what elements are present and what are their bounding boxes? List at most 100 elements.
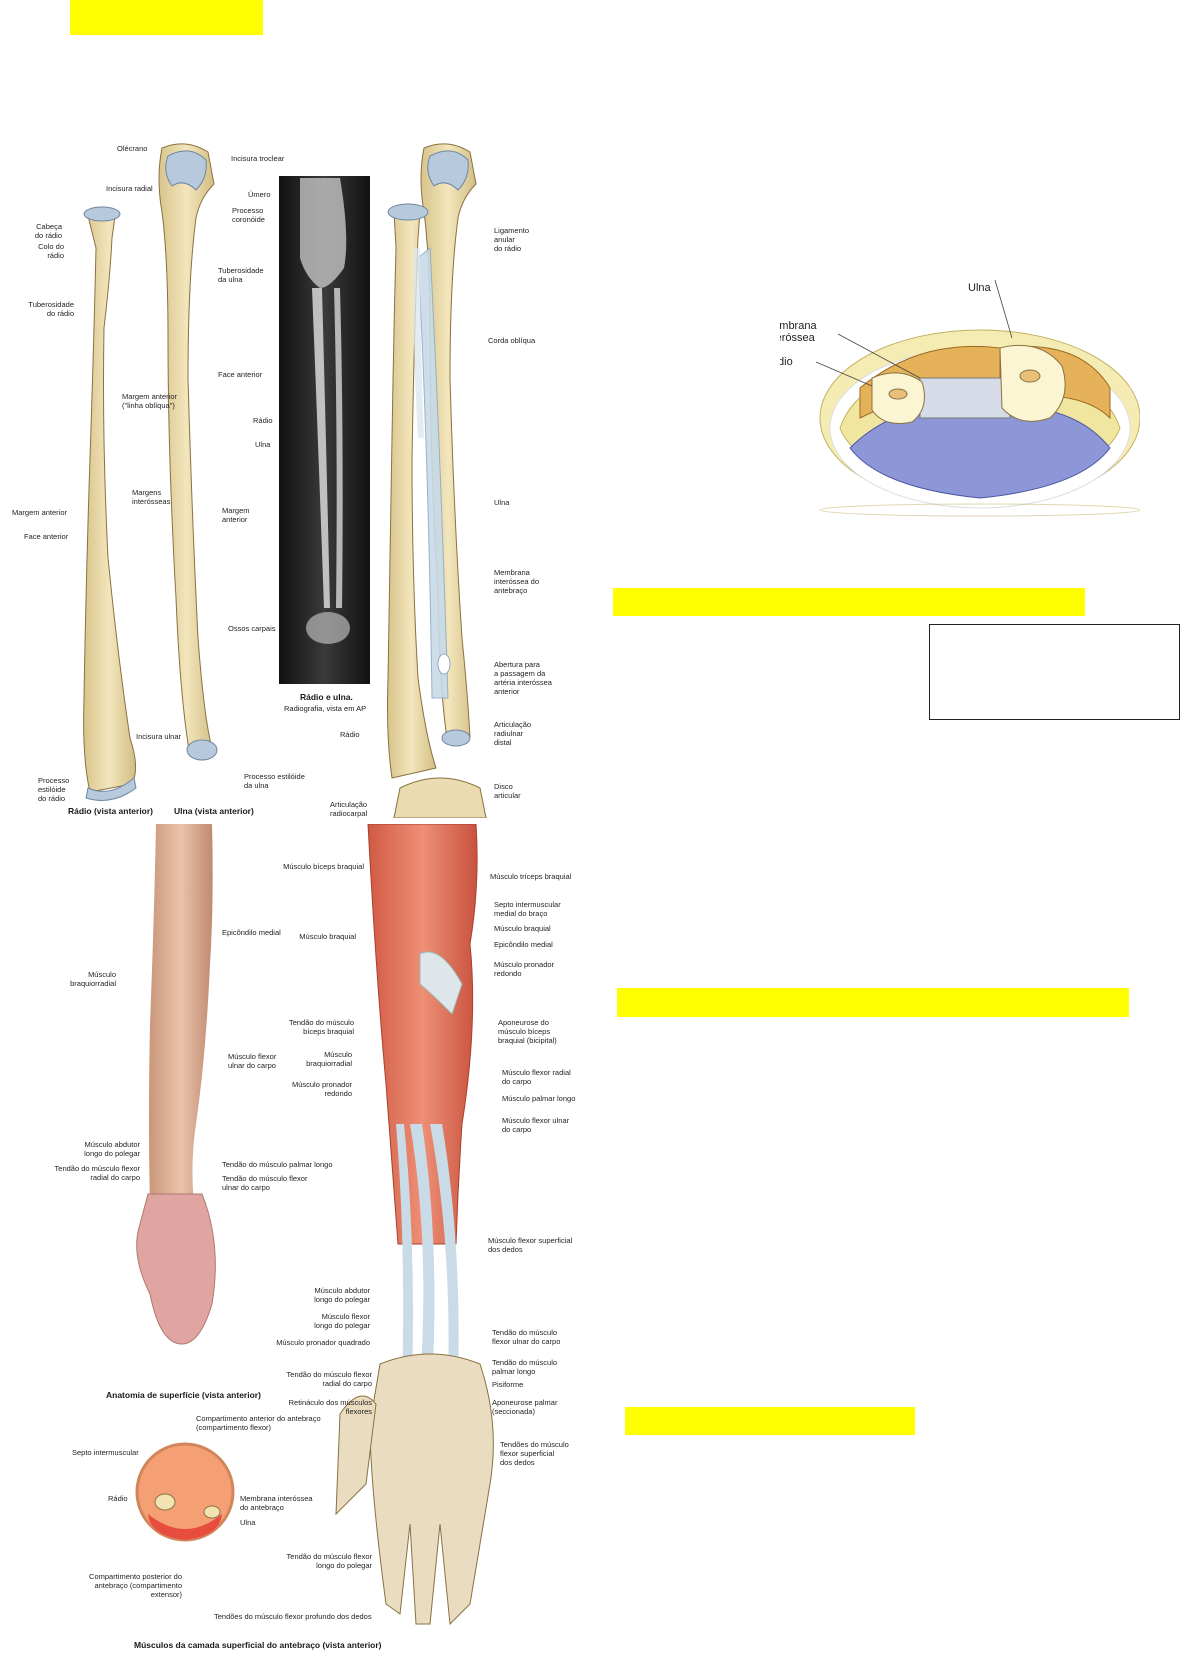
label-abertura: Abertura para a passagem da artéria inte… xyxy=(494,660,552,696)
section-label-radio: Rádio xyxy=(780,356,793,368)
cross-section-circle xyxy=(135,1442,235,1542)
surface-label-epicondilo: Epicôndilo medial xyxy=(222,928,281,937)
label-ulna-xray: Ulna xyxy=(255,440,271,449)
label-incisura-radial: Incisura radial xyxy=(106,184,153,193)
deep-label-pronador-redondo-l: Músculo pronador redondo xyxy=(291,1080,352,1098)
label-ulna-right: Ulna xyxy=(494,498,510,507)
surface-label-tendao-flexor-radial: Tendão do músculo flexor radial do carpo xyxy=(54,1164,140,1182)
deep-label-tendao-flexor-ulnar: Tendão do músculo flexor ulnar do carpo xyxy=(492,1328,561,1346)
deep-label-pronador-redondo-r: Músculo pronador redondo xyxy=(494,960,555,978)
ulna-head-middle xyxy=(186,739,218,761)
deep-label-retinaculo: Retináculo dos músculos flexores xyxy=(288,1398,372,1416)
cross-label-septo: Septo intermuscular xyxy=(72,1448,139,1457)
section-label-ulna: Ulna xyxy=(968,282,991,294)
cross-section-illustration xyxy=(815,279,1140,517)
deep-label-aponeurose-palmar: Aponeurose palmar (seccionada) xyxy=(492,1398,558,1416)
label-disco-articular: Disco articular xyxy=(494,782,521,800)
empty-text-box xyxy=(929,624,1180,720)
bones-figure: Olécrano Incisura troclear Incisura radi… xyxy=(0,138,560,818)
ulna-bone-middle xyxy=(158,143,215,757)
deep-caption: Músculos da camada superficial do antebr… xyxy=(134,1640,382,1650)
bones-illustration xyxy=(83,143,487,818)
deep-label-flexor-superficial: Músculo flexor superficial dos dedos xyxy=(488,1236,573,1254)
deep-label-braquial-right: Músculo braquial xyxy=(494,924,551,933)
carpal-bones xyxy=(393,777,487,818)
deep-label-biceps: Músculo bíceps braquial xyxy=(283,862,364,871)
label-articulacao-radiulnar: Articulação radiulnar distal xyxy=(494,720,532,747)
label-corda-obliqua: Corda oblíqua xyxy=(488,336,536,345)
muscles-hand xyxy=(369,1353,494,1626)
deep-label-braquiorradial: Músculo braquiorradial xyxy=(306,1050,352,1068)
muscles-figure: Epicôndilo medial Músculo braquiorradial… xyxy=(0,824,590,1656)
caption-radio: Rádio (vista anterior) xyxy=(68,806,154,816)
radius-head xyxy=(83,206,121,222)
deep-label-pisiforme: Pisiforme xyxy=(492,1380,524,1389)
label-margem-anterior-obliqua: Margem anterior ("linha oblíqua") xyxy=(122,392,178,410)
label-margens-interosseas: Margens interósseas xyxy=(132,488,171,506)
label-processo-estiloide-ulna: Processo estilóide da ulna xyxy=(244,772,305,790)
label-margem-anterior-ulna: Margem anterior xyxy=(222,506,250,524)
surface-label-abdutor: Músculo abdutor longo do polegar xyxy=(84,1140,140,1158)
label-ligamento-anular: Ligamento anular do rádio xyxy=(494,226,530,253)
cross-section-figure: Ulna Membrana interóssea Rádio xyxy=(780,278,1140,548)
label-olecrano: Olécrano xyxy=(117,144,148,153)
deep-label-pronador-quadrado: Músculo pronador quadrado xyxy=(276,1338,370,1347)
surface-hand xyxy=(136,1193,216,1345)
interosseous-membrane xyxy=(417,246,449,699)
label-membrana-interossea: Membrana interóssea do antebraço xyxy=(494,568,540,595)
deep-label-abdutor: Músculo abdutor longo do polegar xyxy=(314,1286,370,1304)
cross-label-compartimento-anterior: Compartimento anterior do antebraço (com… xyxy=(196,1414,321,1432)
label-cabeca-radio: Cabeça do rádio xyxy=(34,222,62,240)
deep-label-braquial-left: Músculo braquial xyxy=(299,932,356,941)
muscles-illustration xyxy=(135,824,494,1626)
label-face-anterior-left: Face anterior xyxy=(24,532,69,541)
deep-label-flexor-ulnar: Músculo flexor ulnar do carpo xyxy=(502,1116,570,1134)
deep-label-tendao-palmar: Tendão do músculo palmar longo xyxy=(492,1358,558,1376)
cross-label-ulna: Ulna xyxy=(240,1518,256,1527)
label-radio-right: Rádio xyxy=(340,730,360,739)
deep-label-tendoes-profundo: Tendões do músculo flexor profundo dos d… xyxy=(214,1612,372,1621)
label-ossos-carpais: Ossos carpais xyxy=(228,624,276,633)
deep-label-triceps: Músculo tríceps braquial xyxy=(490,872,572,881)
label-articulacao-radiocarpal: Articulação radiocarpal xyxy=(330,800,368,818)
label-incisura-ulnar: Incisura ulnar xyxy=(136,732,182,741)
highlight-bar-2 xyxy=(617,988,1129,1017)
deep-label-aponeurose: Aponeurose do músculo bíceps braquial (b… xyxy=(498,1018,557,1045)
section-label-membrana: Membrana interóssea xyxy=(780,320,817,344)
radius-distal-cartilage xyxy=(85,777,137,801)
caption-ulna: Ulna (vista anterior) xyxy=(174,806,254,816)
trochlear-notch xyxy=(165,150,207,191)
caption-xray-sub: Radiografia, vista em AP xyxy=(284,704,367,713)
cross-label-compartimento-posterior: Compartimento posterior do antebraço (co… xyxy=(89,1572,182,1599)
label-incisura-troclear: Incisura troclear xyxy=(231,154,285,163)
muscles-forearm xyxy=(367,824,478,1245)
surface-label-braquiorradial: Músculo braquiorradial xyxy=(70,970,116,988)
surface-label-tendao-flexor-ulnar: Tendão do músculo flexor ulnar do carpo xyxy=(222,1174,308,1192)
deep-label-palmar-longo: Músculo palmar longo xyxy=(502,1094,576,1103)
deep-label-tendao-flexor-radial: Tendão do músculo flexor radial do carpo xyxy=(286,1370,372,1388)
radius-bone-left xyxy=(83,215,136,793)
surface-label-tendao-palmar: Tendão do músculo palmar longo xyxy=(222,1160,333,1169)
highlight-bar-3 xyxy=(625,1407,915,1435)
ulna-section xyxy=(999,344,1066,422)
surface-caption: Anatomia de superfície (vista anterior) xyxy=(106,1390,261,1400)
deep-label-septo-medial: Septo intermuscular medial do braço xyxy=(494,900,561,918)
radius-head-right xyxy=(387,203,429,221)
label-colo-radio: Colo do rádio xyxy=(38,242,64,260)
highlight-bar-1 xyxy=(613,588,1085,616)
surface-arm xyxy=(149,824,213,1204)
caption-xray-title: Rádio e ulna. xyxy=(300,692,353,702)
cross-label-membrana: Membrana interóssea do antebraço xyxy=(240,1494,313,1512)
cross-label-radio: Rádio xyxy=(108,1494,128,1503)
surface-label-flexor-ulnar: Músculo flexor ulnar do carpo xyxy=(228,1052,277,1070)
highlight-bar-top xyxy=(70,0,263,35)
radius-bone-right xyxy=(387,211,437,779)
label-margem-anterior-left: Margem anterior xyxy=(12,508,68,517)
label-umero: Úmero xyxy=(248,190,271,199)
label-tuberosidade-ulna: Tuberosidade da ulna xyxy=(218,266,264,284)
label-face-anterior-ulna: Face anterior xyxy=(218,370,263,379)
label-processo-coronoide: Processo coronóide xyxy=(232,206,265,224)
deep-label-tendao-flexor-longo: Tendão do músculo flexor longo do polega… xyxy=(286,1552,372,1570)
label-processo-estiloide-radio: Processo estilóide do rádio xyxy=(38,776,70,803)
deep-label-flexor-longo-polegar: Músculo flexor longo do polegar xyxy=(314,1312,370,1330)
